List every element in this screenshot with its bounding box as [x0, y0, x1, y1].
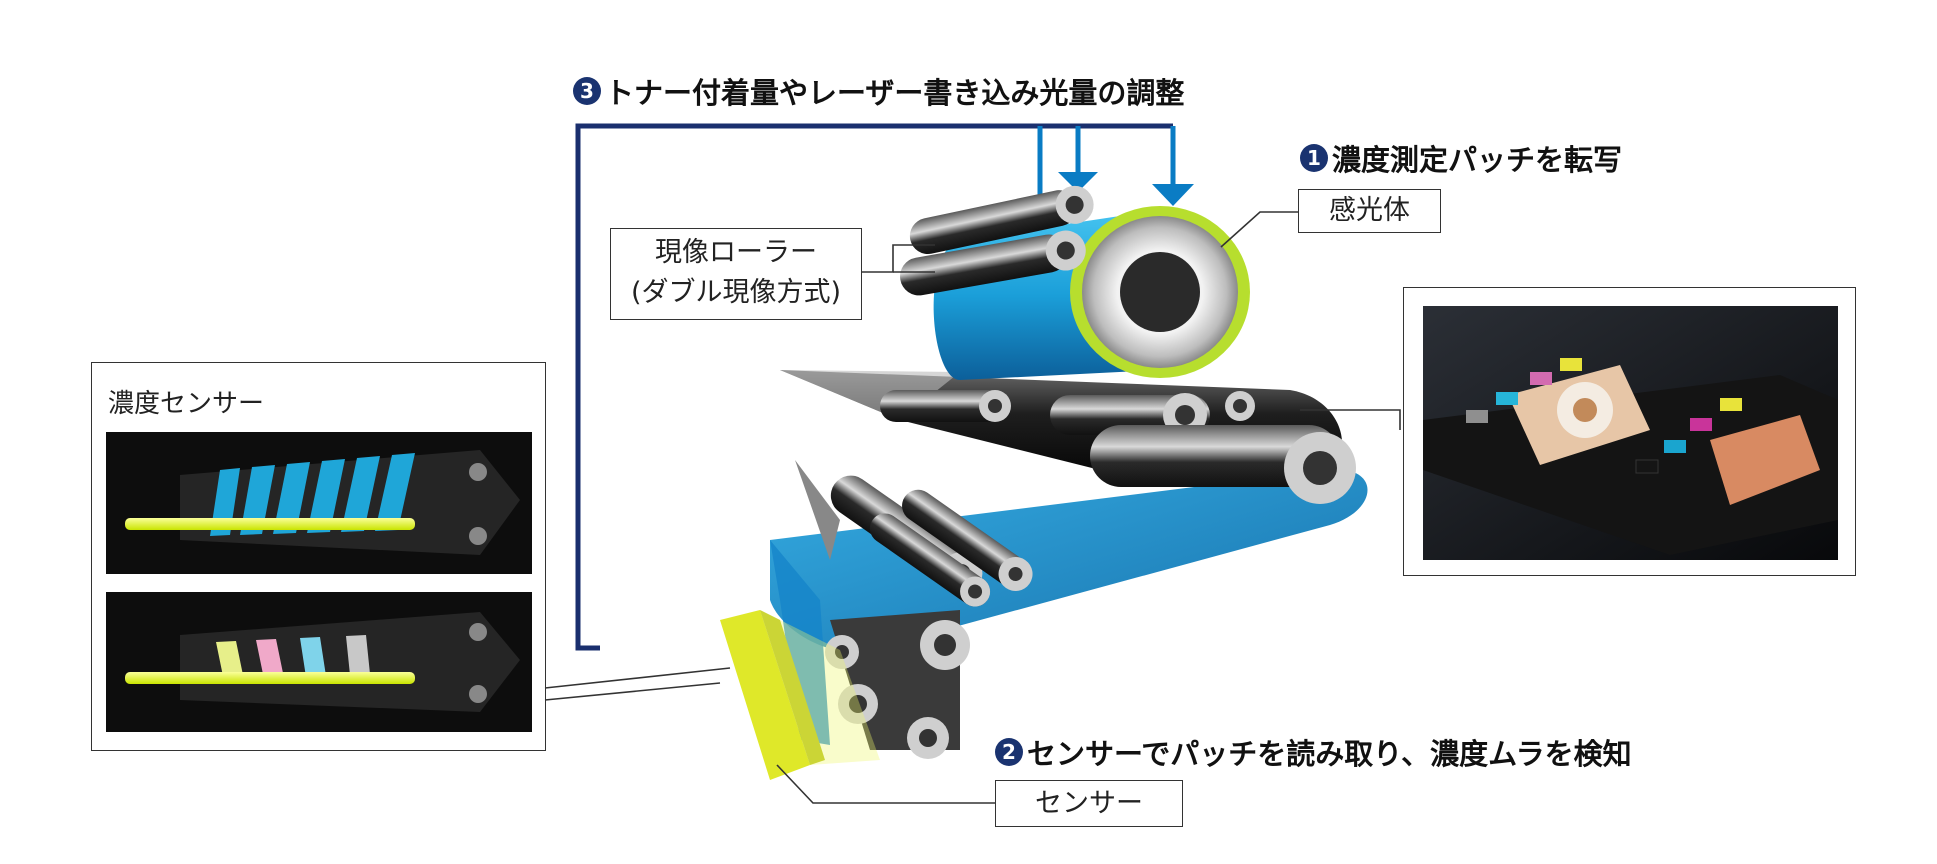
- density-sensor-photo-1: [106, 432, 532, 574]
- transfer-belt: [770, 469, 1368, 745]
- patch-photo: [1423, 306, 1838, 560]
- development-rollers: [900, 185, 1094, 296]
- arrow-down-icon: [1058, 172, 1098, 192]
- photoreceptor-drum: [933, 206, 1250, 380]
- belt-rollers-lower: [795, 460, 1033, 759]
- step-2-label: 2 センサーでパッチを読み取り、濃度ムラを検知: [995, 731, 1632, 773]
- sensor-label: センサー: [995, 780, 1183, 827]
- step-1-text: 濃度測定パッチを転写: [1332, 143, 1623, 177]
- sensor-device: [720, 610, 880, 780]
- density-sensor-photo-2: [106, 592, 532, 732]
- density-sensor-title: 濃度センサー: [108, 389, 265, 419]
- development-roller-line-2: (ダブル現像方式): [630, 277, 842, 308]
- step-number-badge: 1: [1300, 144, 1328, 172]
- arrow-down-icon: [1152, 184, 1194, 206]
- step-1-label: 1 濃度測定パッチを転写: [1300, 137, 1622, 179]
- photoreceptor-label: 感光体: [1298, 189, 1441, 233]
- step-2-text: センサーでパッチを読み取り、濃度ムラを検知: [1027, 737, 1632, 771]
- step-number-badge: 2: [995, 738, 1023, 766]
- development-roller-label: 現像ローラー (ダブル現像方式): [610, 228, 862, 320]
- step-3-text: トナー付着量やレーザー書き込み光量の調整: [605, 76, 1185, 110]
- patch-photo-frame: [1403, 287, 1856, 576]
- step-number-badge: 3: [573, 77, 601, 105]
- belt-rollers-upper: [880, 390, 1356, 504]
- step-3-label: 3 トナー付着量やレーザー書き込み光量の調整: [573, 70, 1184, 112]
- density-sensor-panel: 濃度センサー: [91, 362, 546, 751]
- development-roller-line-1: 現像ローラー: [655, 237, 817, 268]
- leader-lines: [544, 211, 1401, 804]
